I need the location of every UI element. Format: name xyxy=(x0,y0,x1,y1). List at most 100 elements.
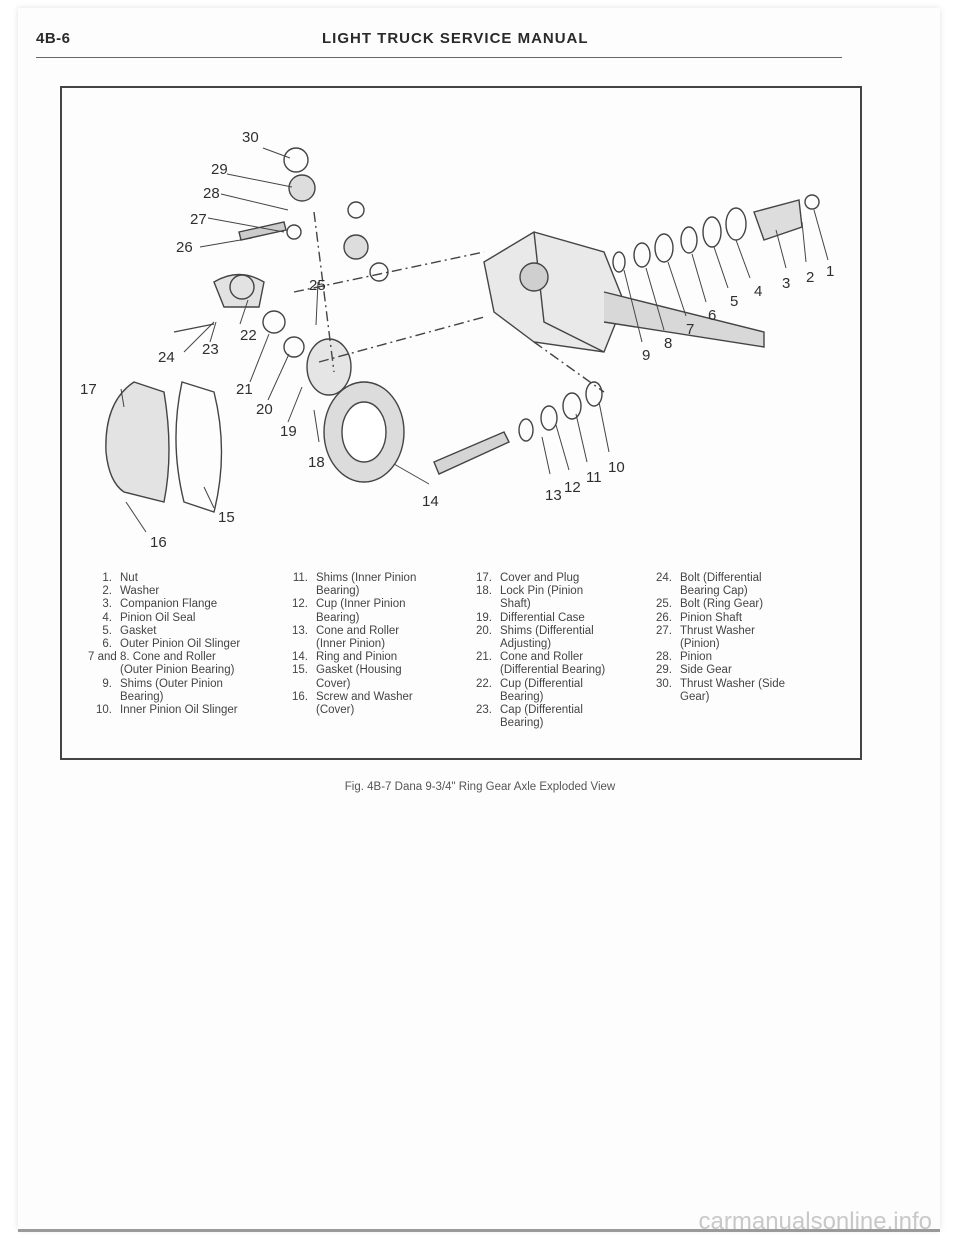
legend-item-number xyxy=(648,638,680,651)
callout-26: 26 xyxy=(176,239,193,256)
legend-item-text: (Outer Pinion Bearing) xyxy=(120,664,235,677)
legend-item-number: 26. xyxy=(656,611,672,624)
legend-item-number xyxy=(648,585,680,598)
legend-item-text: Differential Case xyxy=(500,611,585,624)
legend-item-number: 27. xyxy=(656,624,672,637)
figure-caption: Fig. 4B-7 Dana 9-3/4" Ring Gear Axle Exp… xyxy=(344,781,616,793)
legend-item-text: Bearing) xyxy=(500,717,544,730)
legend-item-number xyxy=(468,598,500,611)
legend-item-number: 2. xyxy=(102,585,112,598)
legend-item-number xyxy=(88,664,120,677)
legend-item: 27. Thrust Washer xyxy=(648,625,848,638)
legend-item: (Differential Bearing) xyxy=(468,664,668,677)
legend-item: 4.Pinion Oil Seal xyxy=(88,612,288,625)
legend-item: 21.Cone and Roller xyxy=(468,651,668,664)
legend-item: Bearing Cap) xyxy=(648,585,848,598)
legend-item: 20. Shims (Differential xyxy=(468,625,668,638)
legend-item-text: Bearing) xyxy=(500,690,544,703)
legend-item-text: Adjusting) xyxy=(500,638,552,651)
legend-item-number xyxy=(284,612,316,625)
legend-item-number: 19. xyxy=(476,611,492,624)
legend-item-number: 15. xyxy=(292,664,308,677)
legend-item: 24.Bolt (Differential xyxy=(648,572,848,585)
legend-item-number: 29. xyxy=(656,664,672,677)
legend-item-number: 20. xyxy=(476,624,492,637)
legend-item-number: 10. xyxy=(96,704,112,717)
callout-25: 25 xyxy=(309,277,326,294)
legend-item-text: Thrust Washer xyxy=(680,624,755,637)
callout-20: 20 xyxy=(256,401,273,418)
legend-item-number xyxy=(468,638,500,651)
callout-2: 2 xyxy=(806,269,814,286)
legend-item: 5.Gasket xyxy=(88,625,288,638)
legend-item-number: 28. xyxy=(656,651,672,664)
legend-item-number: 18. xyxy=(476,585,492,598)
legend-item-number: 22. xyxy=(476,677,492,690)
legend-item-text: Cone and Roller xyxy=(316,624,400,637)
legend-item: 16.Screw and Washer xyxy=(284,691,474,704)
legend-item: 11.Shims (Inner Pinion xyxy=(284,572,474,585)
legend-item-text: Bearing) xyxy=(316,585,360,598)
page-title: LIGHT TRUCK SERVICE MANUAL xyxy=(322,30,589,47)
legend-item: 29.Side Gear xyxy=(648,664,848,677)
callout-22: 22 xyxy=(240,327,257,344)
legend-item-number: 6. xyxy=(102,638,112,651)
callout-27: 27 xyxy=(190,211,207,228)
legend-item-number xyxy=(468,717,500,730)
legend-item-text: Cover and Plug xyxy=(500,572,580,584)
legend-item: Bearing) xyxy=(88,691,288,704)
legend-item-number: 9. xyxy=(102,677,112,690)
callout-7: 7 xyxy=(686,321,694,338)
legend-item: (Pinion) xyxy=(648,638,848,651)
legend-item-number xyxy=(468,691,500,704)
legend-item-number xyxy=(648,691,680,704)
legend-item-number: 13. xyxy=(292,624,308,637)
legend-item: 14. Ring and Pinion xyxy=(284,651,474,664)
callout-28: 28 xyxy=(203,185,220,202)
legend-item: 1.Nut xyxy=(88,572,288,585)
page-bottom-edge xyxy=(18,1229,940,1232)
legend-item-text: Shims (Inner Pinion xyxy=(316,572,417,584)
legend-item-number: 4. xyxy=(102,611,112,624)
legend-item: 26.Pinion Shaft xyxy=(648,612,848,625)
page-number: 4B-6 xyxy=(36,30,71,47)
legend-item-number: 25. xyxy=(656,598,672,611)
callout-8: 8 xyxy=(664,335,672,352)
legend-item-number: 24. xyxy=(656,572,672,584)
legend-item-text: Shims (Outer Pinion xyxy=(120,677,223,690)
legend-item-text: Inner Pinion Oil Slinger xyxy=(120,704,238,717)
legend-item-text: Companion Flange xyxy=(120,598,218,611)
callout-12: 12 xyxy=(564,479,581,496)
legend-item: 15. Gasket (Housing xyxy=(284,664,474,677)
legend-item-text: Shims (Differential xyxy=(500,624,594,637)
legend-item: Shaft) xyxy=(468,598,668,611)
callout-17: 17 xyxy=(80,381,97,398)
callout-21: 21 xyxy=(236,381,253,398)
legend-item-text: Gasket xyxy=(120,624,157,637)
callout-15: 15 xyxy=(218,509,235,526)
legend-item-text: Ring and Pinion xyxy=(316,651,398,664)
legend-item-text: Thrust Washer (Side xyxy=(680,677,786,690)
legend-item: 3.Companion Flange xyxy=(88,598,288,611)
legend-item-text: Cover) xyxy=(316,677,351,690)
legend-item-text: Gasket (Housing xyxy=(316,664,402,677)
legend-item-text: 7 and 8. Cone and Roller xyxy=(88,651,216,664)
legend-item: 19. Differential Case xyxy=(468,612,668,625)
legend-item-text: Shaft) xyxy=(500,598,531,611)
legend-item-number: 17. xyxy=(476,572,492,584)
callout-29: 29 xyxy=(211,161,228,178)
legend-item-number xyxy=(284,585,316,598)
legend-item: 28.Pinion xyxy=(648,651,848,664)
legend-item: 30.Thrust Washer (Side xyxy=(648,678,848,691)
legend-item-number: 14. xyxy=(292,651,308,664)
callout-23: 23 xyxy=(202,341,219,358)
legend-item: (Outer Pinion Bearing) xyxy=(88,664,288,677)
legend-item-text: Cap (Differential xyxy=(500,704,583,717)
legend-item: 17. Cover and Plug xyxy=(468,572,668,585)
legend-item: Bearing) xyxy=(284,612,474,625)
legend-item-number: 21. xyxy=(476,651,492,664)
legend-item: 9. Shims (Outer Pinion xyxy=(88,678,288,691)
legend-item: Bearing) xyxy=(284,585,474,598)
